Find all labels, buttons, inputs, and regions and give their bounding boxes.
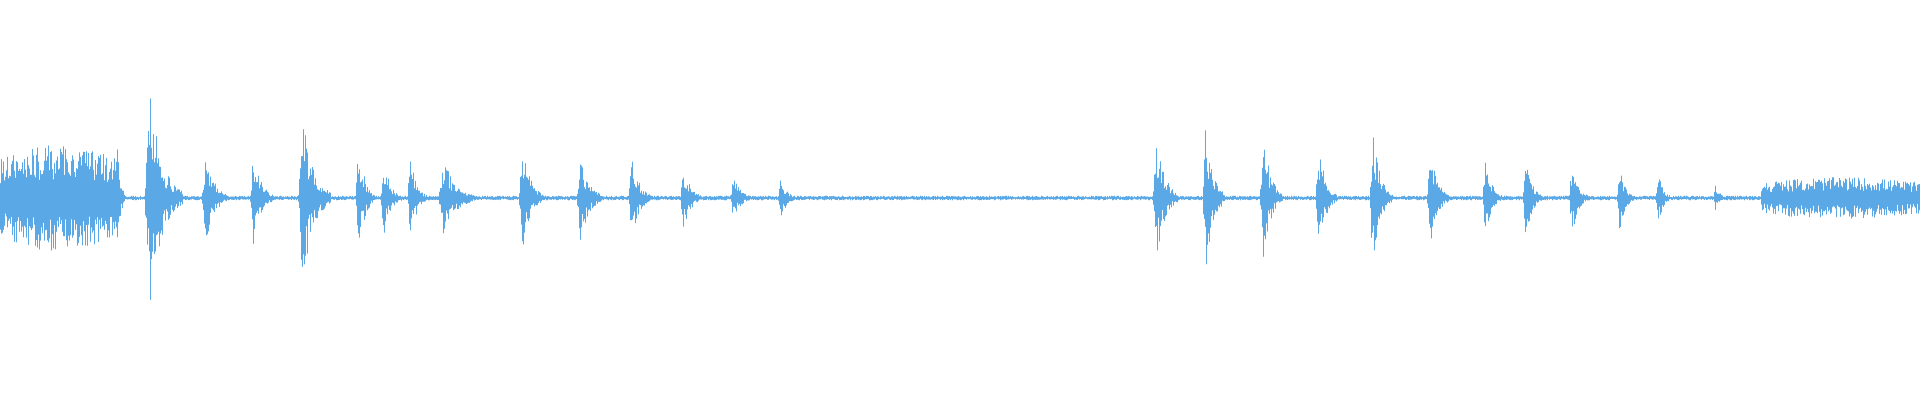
waveform-trace [0, 98, 1920, 300]
waveform-lines [0, 98, 1920, 300]
